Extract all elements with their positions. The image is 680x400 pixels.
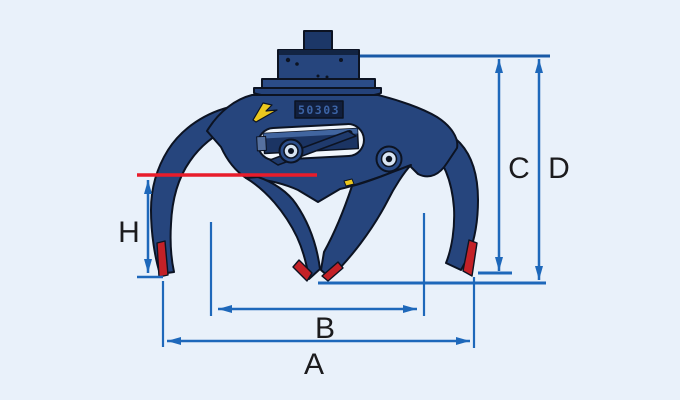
model-plate-text: 50303 (298, 103, 340, 117)
left-claw-blade (156, 240, 169, 278)
top-pin (303, 30, 333, 53)
dim-label-d: D (548, 152, 570, 185)
cylinder-highlight (263, 128, 358, 139)
right-pivot-bolt (375, 145, 403, 173)
right-inner-claw-tip (321, 261, 344, 282)
dim-label-a: A (304, 348, 324, 381)
grapple-illustration: 50303 (150, 30, 479, 282)
rotator-drum-top-band (279, 50, 358, 55)
dimension-annotations (137, 54, 550, 348)
left-inner-claw-tip (292, 259, 313, 282)
left-pivot-bolt (278, 138, 304, 164)
drum-bolts (285, 57, 343, 79)
small-decal-icon (343, 178, 355, 187)
right-claw-blade (462, 239, 478, 277)
dim-label-b: B (315, 312, 335, 345)
model-plate (294, 100, 344, 119)
right-inner-claw (320, 164, 412, 279)
dim-label-c: C (508, 152, 530, 185)
dimension-labels: H C D B A (118, 152, 570, 381)
brand-decal-icon (252, 102, 278, 123)
cylinder-rod-end (256, 135, 267, 152)
mounting-flange-upper (261, 78, 376, 89)
left-inner-claw (245, 176, 321, 280)
dim-label-h: H (118, 216, 140, 249)
